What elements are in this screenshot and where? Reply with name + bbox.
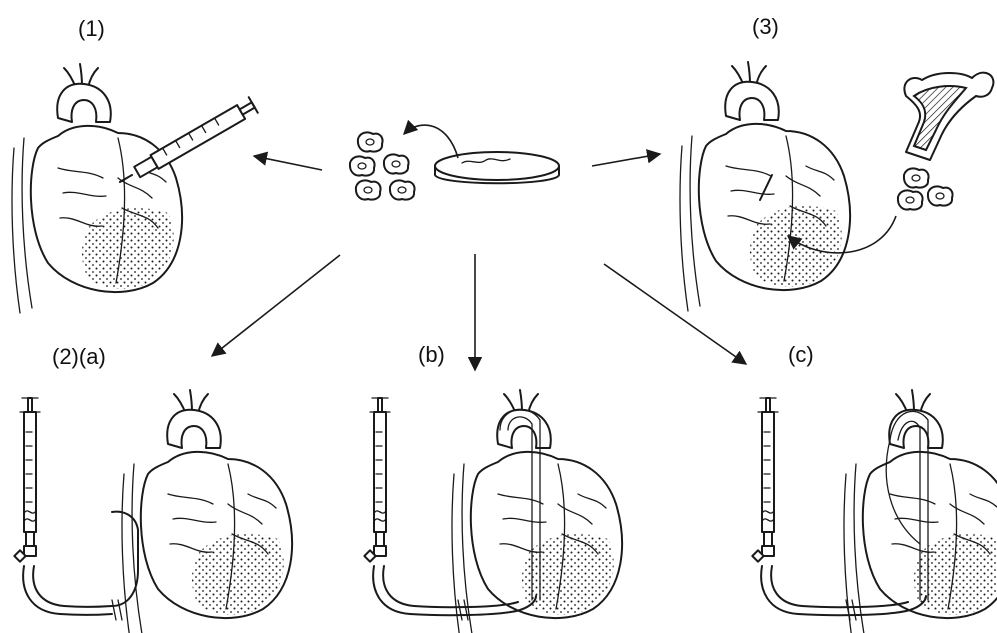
panel-1-label: (1)	[78, 16, 105, 41]
panel-3-heart-illustration	[680, 62, 850, 311]
panel-2c-label: (c)	[788, 342, 814, 367]
arrow-to-panel-3	[592, 154, 660, 166]
panel-2c-illustration	[752, 390, 997, 633]
panel-2b-illustration	[364, 390, 622, 633]
cell-cluster-center	[350, 132, 415, 199]
arrow-to-panel-2c	[604, 264, 746, 364]
cell-cluster-bone	[898, 168, 953, 209]
culture-dish	[435, 152, 559, 183]
arrow-to-panel-1	[254, 156, 322, 170]
curved-arrow-dish-to-cells	[404, 125, 458, 158]
panel-2a-label: (2)(a)	[52, 344, 106, 369]
panel-1-heart-illustration	[12, 64, 258, 313]
panel-2b-label: (b)	[418, 342, 445, 367]
panel-3-label: (3)	[752, 14, 779, 39]
arrow-to-panel-2a	[212, 255, 340, 356]
panel-2a-illustration	[14, 390, 292, 633]
bone-illustration	[904, 73, 993, 160]
